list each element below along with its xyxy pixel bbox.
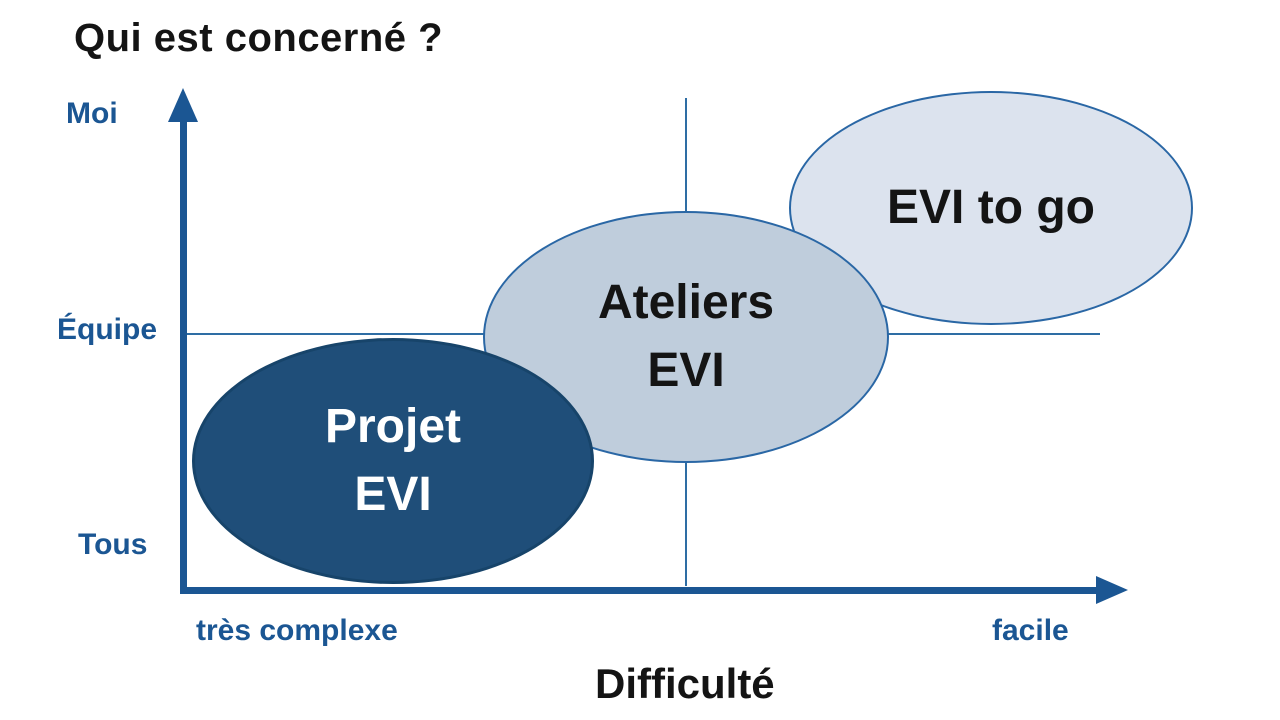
y-axis-arrow-icon [168,88,198,122]
y-axis-label-equipe: Équipe [57,313,158,346]
bubble-label-line: EVI [354,468,432,521]
y-axis-line [180,104,187,593]
bubble-label-line: Ateliers [597,276,775,329]
y-axis-label-tous: Tous [78,528,148,561]
x-axis-arrow-icon [1096,576,1128,604]
page-title: Qui est concerné ? [74,16,444,60]
bubble-label-line: EVI [647,344,725,397]
x-axis-title: Difficulté [595,660,775,707]
bubble-label-line: Projet [324,400,462,453]
x-axis-line [180,587,1098,594]
bubble-label-line: EVI to go [887,181,1095,234]
x-axis-label-facile: facile [992,614,1069,647]
bubble-projet-evi: Projet EVI [192,338,594,584]
y-axis-label-moi: Moi [66,97,118,130]
x-axis-label-tres-complexe: très complexe [196,614,398,647]
bubble-evi-to-go: EVI to go [789,91,1193,325]
